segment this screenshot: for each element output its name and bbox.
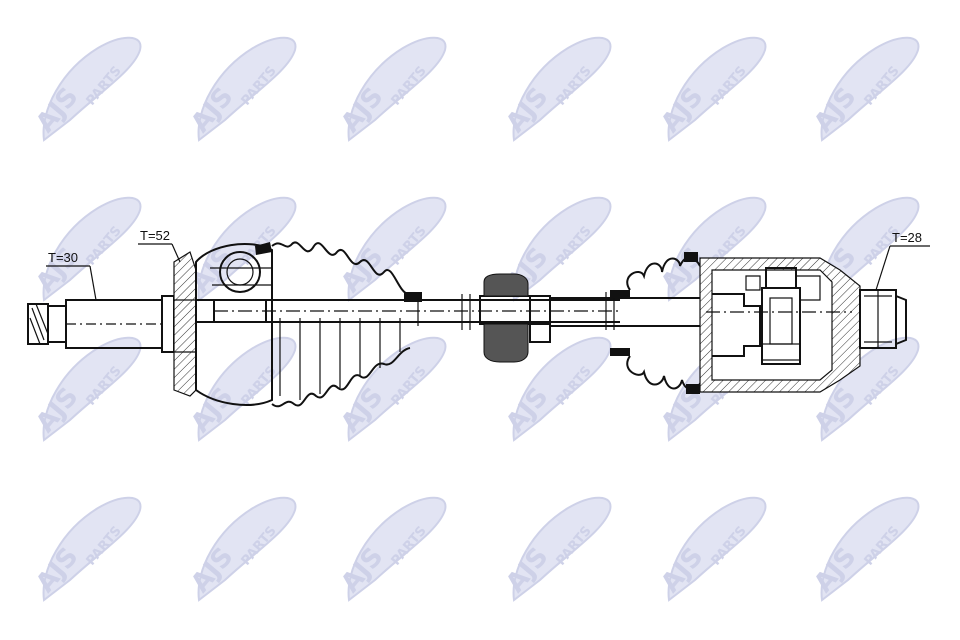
inner-boot [626,252,703,394]
right-spline-stub [859,289,907,349]
inner-cv-joint [699,257,861,393]
label-abs-ring-text: T=52 [140,228,170,243]
outer-cv-joint [161,242,273,406]
axle-shaft [196,294,620,330]
label-right-spline-text: T=28 [892,230,922,245]
drive-shaft: T=30 T=52 T=28 [27,228,930,408]
center-bearing [479,273,551,363]
outer-boot [271,241,422,408]
label-abs-ring: T=52 [138,228,181,263]
label-right-spline: T=28 [875,230,930,291]
label-left-spline: T=30 [46,250,97,301]
right-shaft [550,290,706,356]
left-spline-stub [27,299,163,349]
label-left-spline-text: T=30 [48,250,78,265]
